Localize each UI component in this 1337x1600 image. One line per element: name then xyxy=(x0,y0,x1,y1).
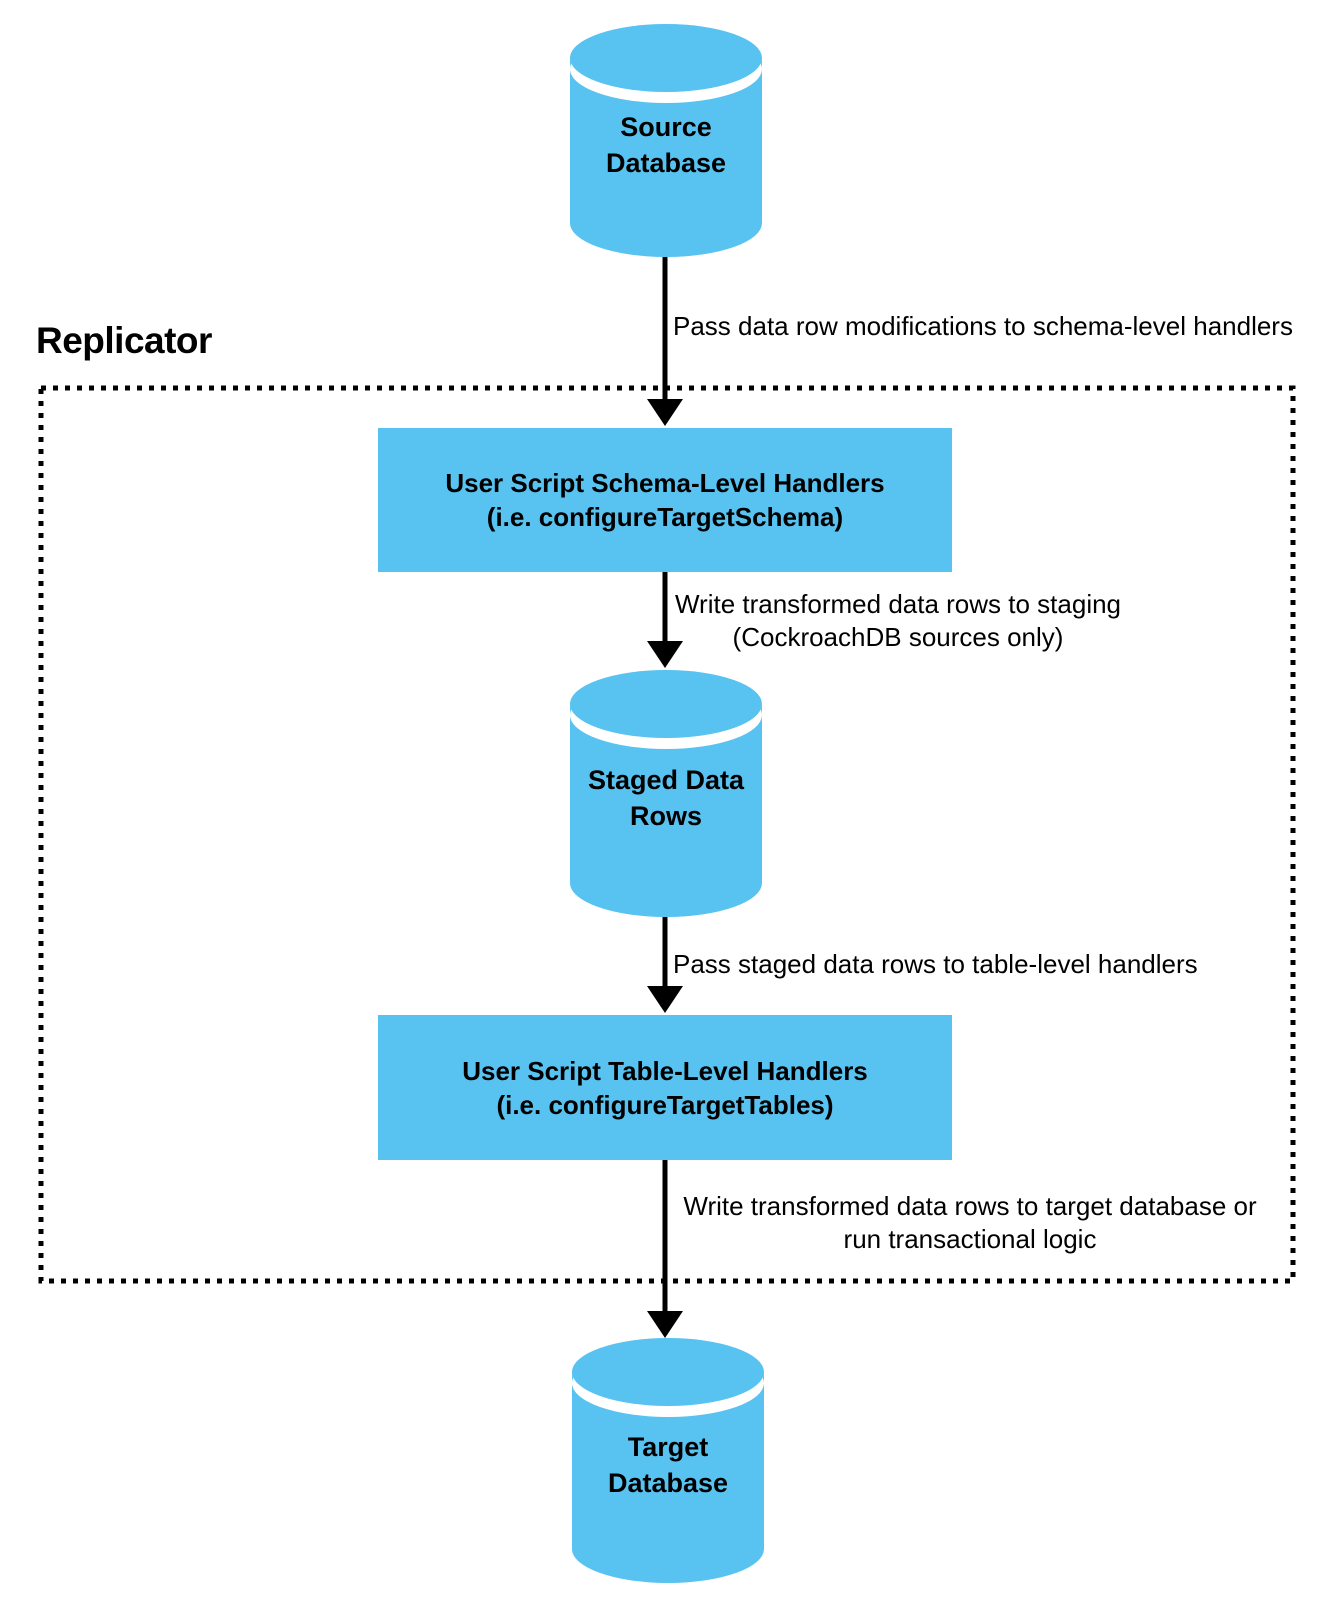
source-database-node: Source Database xyxy=(570,24,762,257)
arrow-head-icon xyxy=(647,1311,683,1338)
arrow-head-icon xyxy=(647,399,683,426)
arrow-shaft xyxy=(662,572,668,644)
arrow-source-to-schema xyxy=(647,257,683,426)
target-database-label: Target Database xyxy=(607,1431,729,1498)
target-database-node: Target Database xyxy=(572,1338,764,1583)
database-cylinder-icon xyxy=(570,670,762,917)
arrow-head-icon xyxy=(647,641,683,668)
edge-label-table-to-target: Write transformed data rows to target da… xyxy=(683,1191,1257,1254)
database-cylinder-icon xyxy=(570,24,762,257)
source-database-label: Source Database xyxy=(605,111,727,178)
replicator-group-label: Replicator xyxy=(36,320,212,361)
edge-label-source-to-schema: Pass data row modifications to schema-le… xyxy=(673,311,1293,341)
database-cylinder-icon xyxy=(572,1338,764,1583)
edge-label-schema-to-staged: Write transformed data rows to staging (… xyxy=(674,589,1122,652)
arrow-table-to-target xyxy=(647,1160,683,1338)
arrow-head-icon xyxy=(647,986,683,1013)
staged-data-rows-node: Staged Data Rows xyxy=(570,670,762,917)
schema-level-handlers-box: User Script Schema-Level Handlers (i.e. … xyxy=(378,428,952,572)
edge-label-staged-to-table: Pass staged data rows to table-level han… xyxy=(673,949,1198,979)
arrow-shaft xyxy=(662,917,668,989)
table-level-handlers-box: User Script Table-Level Handlers (i.e. c… xyxy=(378,1015,952,1160)
arrow-staged-to-table xyxy=(647,917,683,1013)
arrow-shaft xyxy=(662,1160,668,1314)
staged-data-rows-label: Staged Data Rows xyxy=(587,764,745,831)
arrow-shaft xyxy=(662,257,668,402)
arrow-schema-to-staged xyxy=(647,572,683,668)
